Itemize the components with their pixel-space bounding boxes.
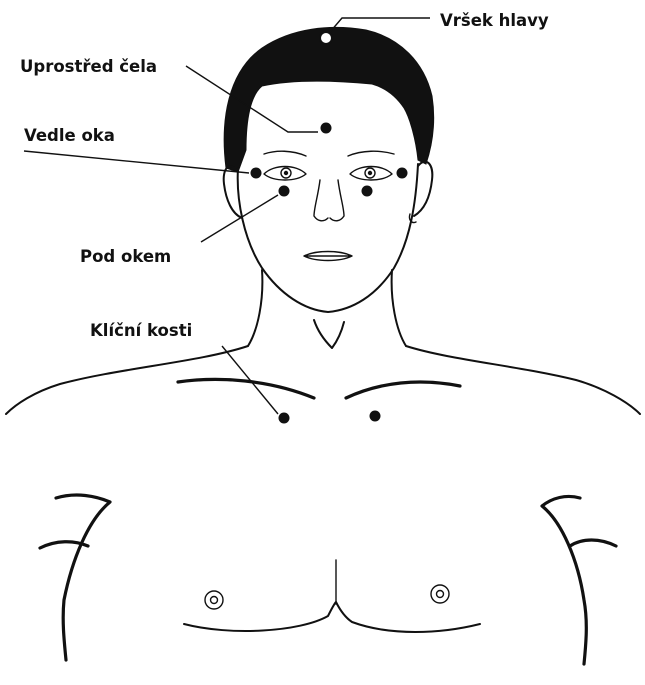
marker-under-right-eye [362, 186, 373, 197]
marker-mid-forehead [321, 123, 332, 134]
mouth [304, 252, 352, 261]
label-under-eye: Pod okem [80, 247, 171, 266]
marker-top-of-head [320, 32, 332, 44]
label-collarbones: Klíční kosti [90, 321, 192, 340]
left-collarbone [178, 379, 314, 398]
left-ear [224, 166, 242, 218]
label-top-of-head: Vršek hlavy [440, 11, 549, 30]
right-eye [350, 167, 392, 181]
hair [224, 27, 433, 172]
nose [314, 180, 344, 221]
label-beside-eye: Vedle oka [24, 126, 115, 145]
right-nipple [431, 585, 449, 603]
leader-beside-eye [24, 151, 249, 173]
left-nipple [205, 591, 223, 609]
marker-under-left-eye [279, 186, 290, 197]
right-collarbone [346, 382, 460, 398]
left-eyebrow [264, 151, 306, 156]
right-arm [542, 496, 616, 664]
marker-left-collarbone [279, 413, 290, 424]
left-arm [40, 495, 110, 660]
right-eyebrow [348, 151, 394, 156]
marker-beside-left-eye [251, 168, 262, 179]
marker-right-collarbone [370, 411, 381, 422]
pectoral-line [184, 602, 480, 632]
left-eye [264, 167, 306, 181]
label-mid-forehead: Uprostřed čela [20, 57, 157, 76]
marker-beside-right-eye [397, 168, 408, 179]
right-shoulder [406, 346, 640, 414]
